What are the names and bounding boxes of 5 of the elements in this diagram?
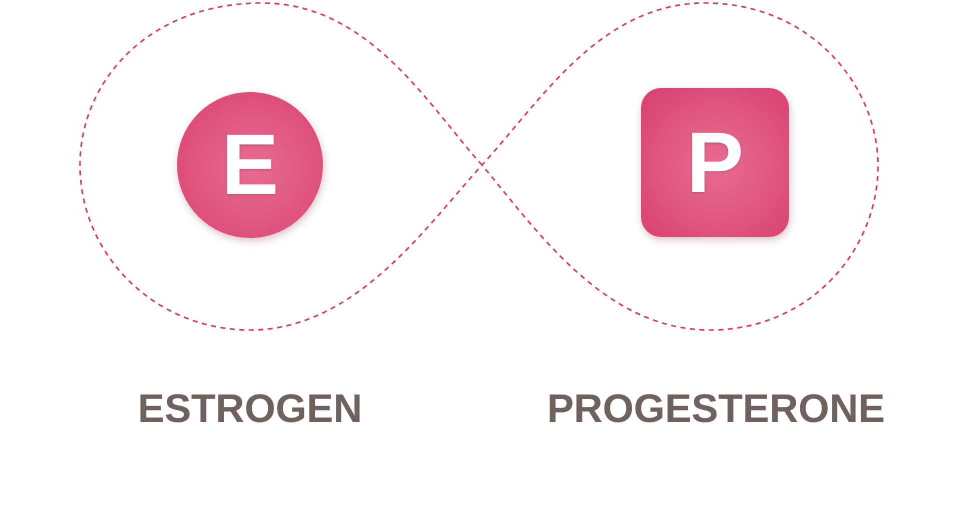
- rounded-square-node: [641, 88, 789, 237]
- hormone-name-label: PROGESTERONE: [547, 389, 885, 429]
- hormone-name-label: ESTROGEN: [138, 389, 362, 429]
- letter-label: E: [221, 122, 279, 208]
- letter-label: P: [686, 120, 744, 206]
